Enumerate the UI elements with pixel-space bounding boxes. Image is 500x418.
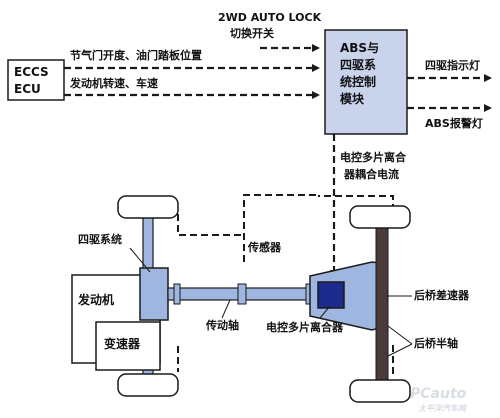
switch-name-label: 2WD AUTO LOCK [218, 11, 322, 24]
rear-half-shaft-label: 后桥半轴 [414, 337, 458, 350]
clutch-block [317, 281, 345, 309]
engine-label: 发动机 [78, 293, 115, 307]
four-wd-system-label: 四驱系统 [78, 233, 122, 246]
shaft-joint-front [173, 283, 181, 305]
abs-module-box [324, 29, 408, 135]
clutch-label: 电控多片离合器 [266, 321, 343, 334]
throttle-label: 节气门开度、油门踏板位置 [70, 49, 202, 62]
sensor-line-rear-upper [318, 195, 394, 222]
transmission-label: 变速器 [104, 337, 141, 351]
leader-clutch [319, 305, 331, 319]
engine-speed-label: 发动机转速、车速 [70, 77, 158, 90]
leader-four-wd [129, 247, 151, 273]
rear-right-wheel [349, 379, 411, 403]
transmission-block [95, 321, 161, 371]
leader-drive-shaft [221, 299, 231, 319]
ecu-box [7, 59, 65, 101]
sensor-label: 传感器 [248, 241, 281, 254]
switch-label: 切换开关 [230, 27, 274, 40]
leader-half-shaft-a [387, 325, 413, 345]
abs-module-label: ABS与 四驱系 统控制 模块 [340, 40, 379, 108]
abs-lamp-label: ABS报警灯 [425, 117, 483, 130]
front-right-wheel [117, 373, 179, 397]
abs-module-line2: 四驱系 [340, 58, 377, 72]
abs-module-line1: ABS与 [340, 41, 380, 55]
fwd-lamp-label: 四驱指示灯 [425, 59, 480, 72]
watermark-logo: PCauto [410, 386, 467, 402]
ecu-label-line1: ECCS [14, 65, 49, 79]
leader-half-shaft-b [387, 343, 413, 357]
sensor-line-front-upper [177, 214, 244, 236]
abs-module-line4: 模块 [340, 92, 365, 106]
rear-axle [375, 221, 389, 381]
sensor-line-center [243, 194, 318, 262]
ecu-label-line2: ECU [14, 82, 41, 96]
abs-module-line3: 统控制 [340, 75, 377, 89]
shaft-joint-mid [237, 283, 247, 305]
transfer-case [139, 267, 169, 321]
clutch-current-label-1: 电控多片离合 [340, 151, 406, 164]
rear-left-wheel [349, 205, 411, 229]
watermark-sub: 太平洋汽车网 [418, 404, 466, 413]
rear-diff-label: 后桥差速器 [414, 289, 469, 302]
front-left-wheel [117, 195, 179, 219]
clutch-current-label-2: 器耦合电流 [344, 168, 399, 181]
ecu-label: ECCS ECU [14, 64, 49, 98]
drive-shaft-label: 传动轴 [206, 319, 239, 332]
